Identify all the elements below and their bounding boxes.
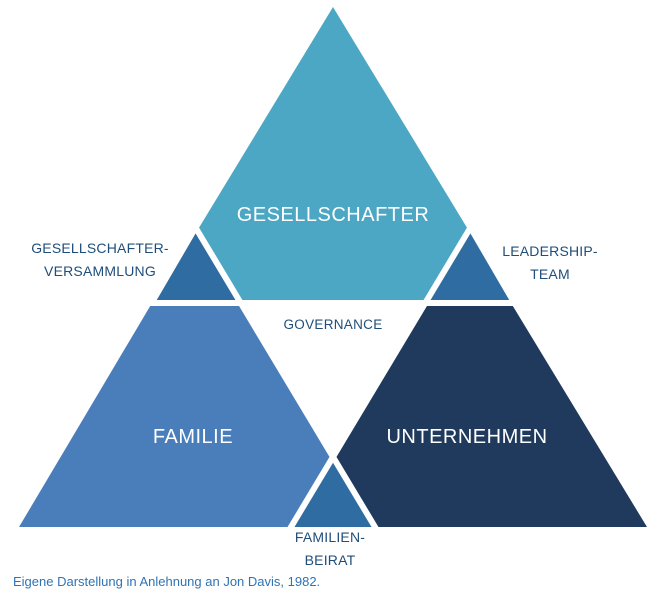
unternehmen-triangle: [333, 303, 647, 527]
leadership-team-label-line1: LEADERSHIP-: [502, 243, 598, 259]
gesellschafter-label: GESELLSCHAFTER: [236, 204, 430, 226]
familienbeirat-label-line2: BEIRAT: [304, 552, 356, 568]
familienbeirat-triangle: [291, 457, 375, 527]
gesellschafterversammlung-label: GESELLSCHAFTER- VERSAMMLUNG: [10, 237, 190, 283]
governance-label: GOVERNANCE: [283, 317, 383, 332]
familie-label: FAMILIE: [152, 426, 234, 448]
familie-triangle: [19, 303, 333, 527]
unternehmen-label: UNTERNEHMEN: [386, 426, 548, 448]
gesellschafterversammlung-label-line1: GESELLSCHAFTER-: [31, 240, 169, 256]
gesellschafterversammlung-triangle: [155, 231, 240, 303]
gesellschafter-triangle: [197, 7, 469, 303]
separator-diagonal-right: [285, 223, 475, 534]
separator-diagonal-left: [191, 223, 381, 534]
leadership-team-label: LEADERSHIP- TEAM: [460, 240, 640, 286]
familienbeirat-label: FAMILIEN- BEIRAT: [240, 526, 420, 572]
familienbeirat-label-line1: FAMILIEN-: [294, 529, 366, 545]
leadership-team-triangle: [426, 231, 511, 303]
leadership-team-label-line2: TEAM: [530, 266, 570, 282]
gesellschafterversammlung-label-line2: VERSAMMLUNG: [44, 263, 156, 279]
source-caption: Eigene Darstellung in Anlehnung an Jon D…: [13, 574, 321, 589]
